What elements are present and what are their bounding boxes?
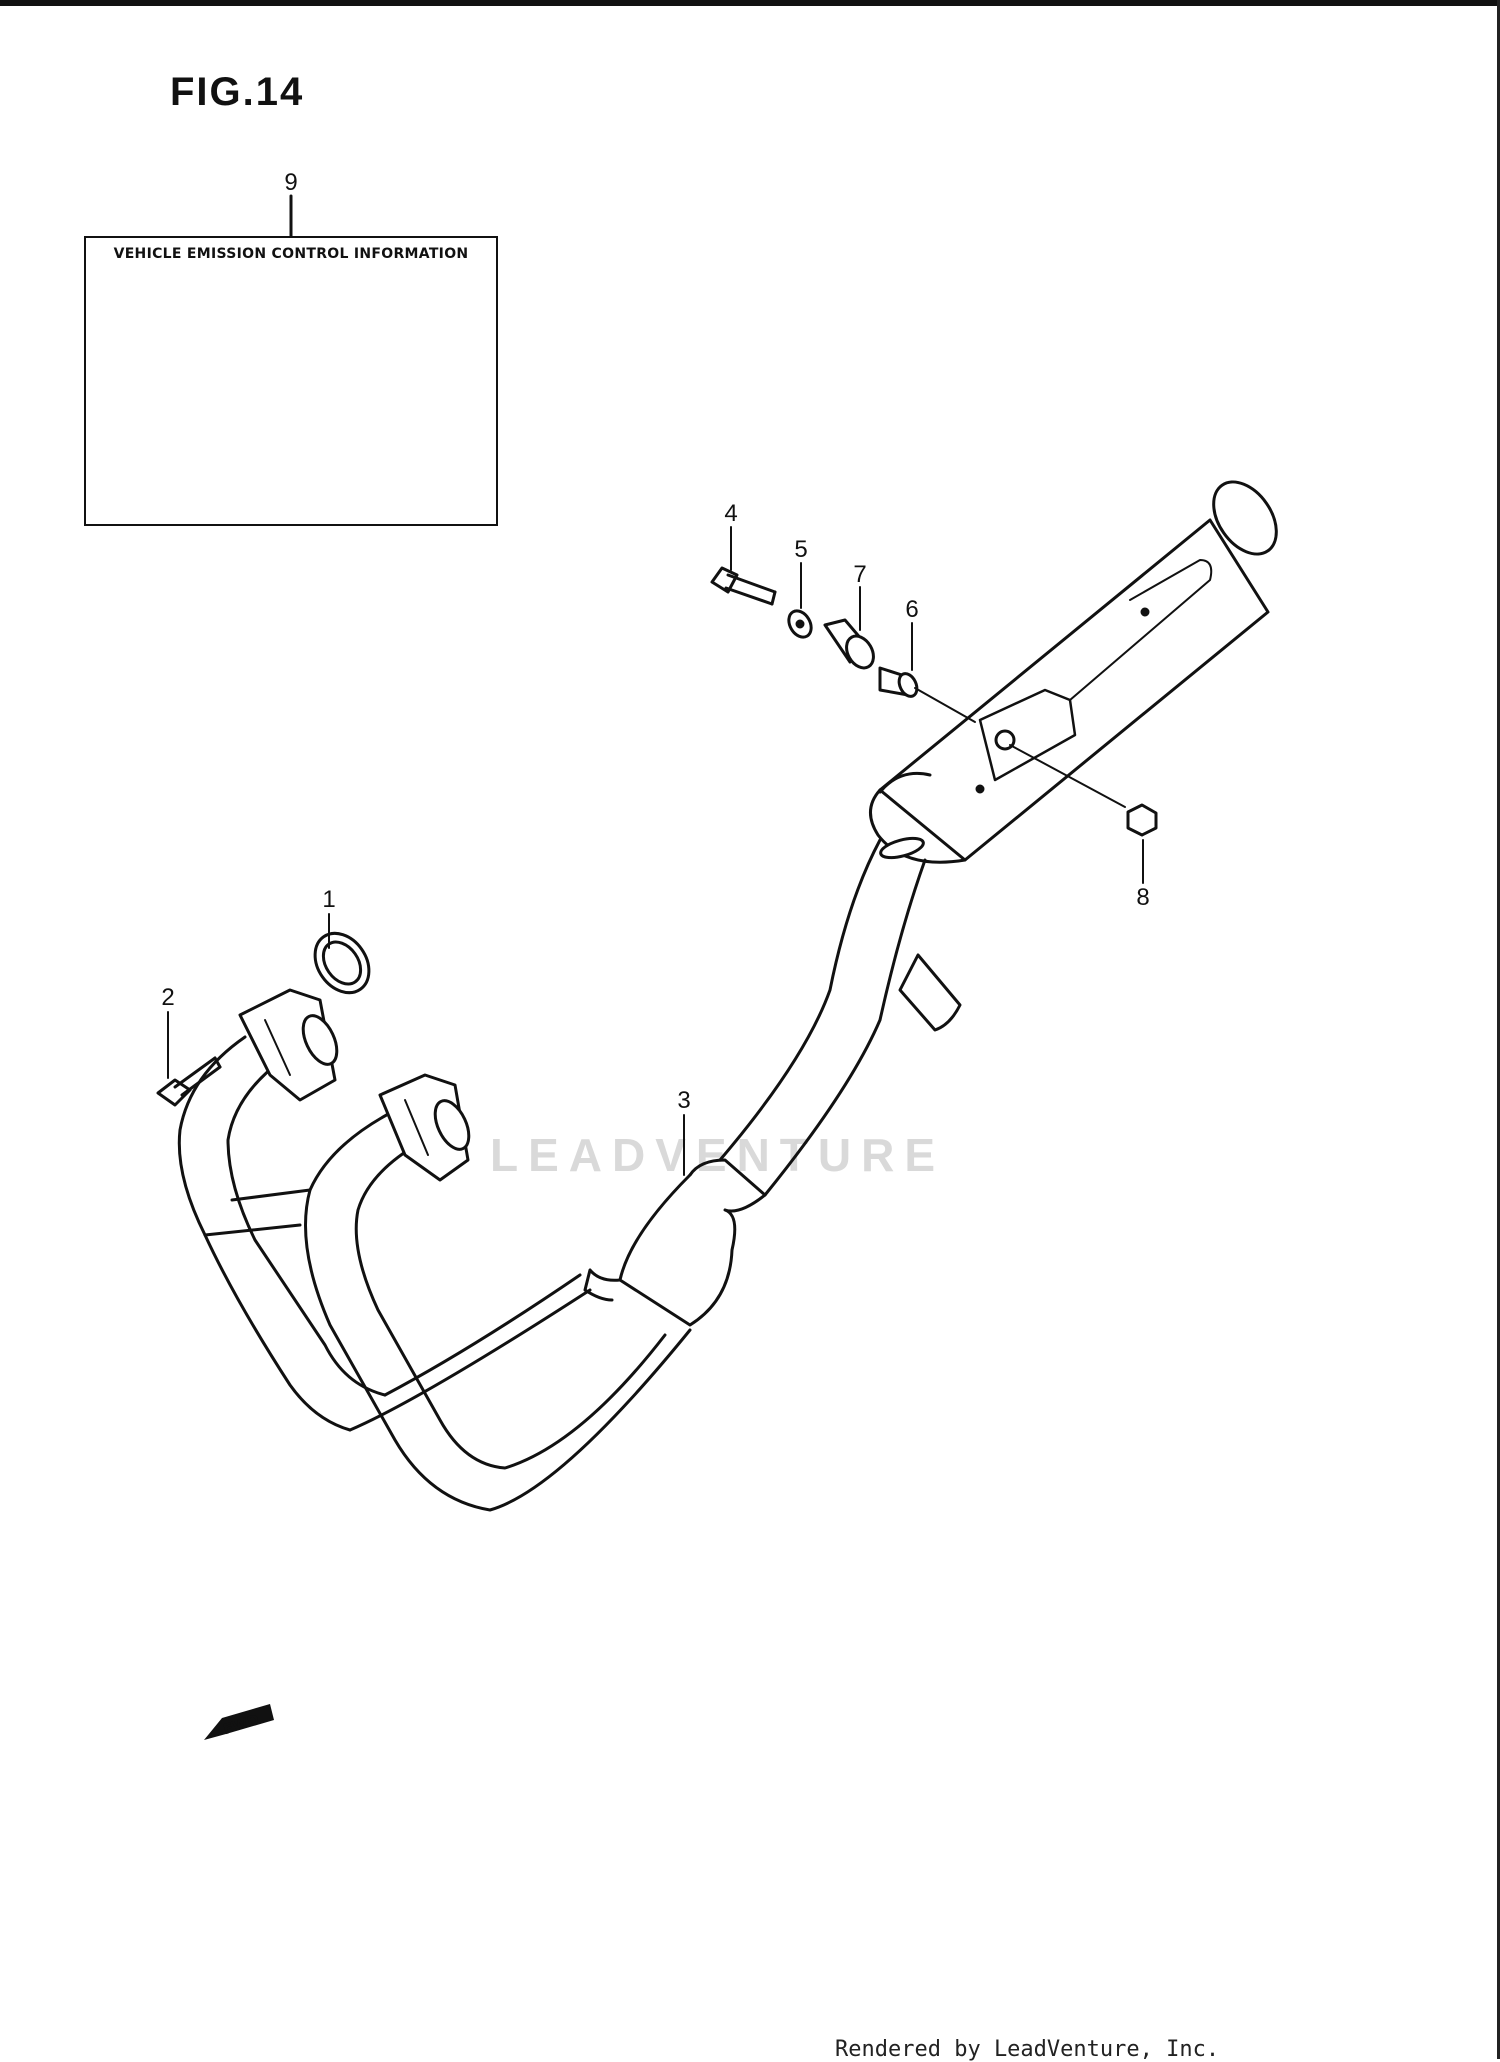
top-border: [0, 0, 1500, 6]
callout-6: 6: [905, 596, 919, 623]
assembly-line-6: [914, 687, 976, 723]
header-pipe-right: [304, 1110, 692, 1512]
cross-tube: [203, 1223, 302, 1237]
callout-8: 8: [1136, 884, 1150, 911]
nut-8: [1126, 803, 1158, 837]
collector: [583, 1158, 767, 1327]
flange-left: [238, 988, 339, 1102]
emission-control-label: VEHICLE EMISSION CONTROL INFORMATION: [84, 236, 498, 526]
callout-5: 5: [794, 536, 808, 563]
gasket: [313, 931, 371, 995]
watermark: LEADVENTURE: [490, 1129, 946, 1181]
figure-title: FIG.14: [170, 70, 305, 114]
bolt-4: [710, 566, 777, 606]
stud-bolt: [156, 1056, 222, 1107]
callout-2: 2: [161, 984, 175, 1011]
hanger-bracket: [898, 953, 962, 1032]
right-border: [1497, 0, 1500, 2059]
washer-5: [787, 609, 813, 639]
mid-pipe: [718, 836, 927, 1197]
assembly-line-8: [1009, 744, 1126, 808]
fwd-arrow-icon: [204, 1704, 274, 1740]
footer-credit: Rendered by LeadVenture, Inc.: [835, 2037, 1220, 2062]
callout-9: 9: [284, 169, 298, 196]
collar-6: [878, 666, 919, 698]
flange-right: [378, 1073, 471, 1182]
bushing-7: [823, 618, 875, 670]
callout-4: 4: [724, 500, 738, 527]
callout-3: 3: [677, 1087, 691, 1114]
callout-7: 7: [853, 561, 867, 588]
emission-label-title: VEHICLE EMISSION CONTROL INFORMATION: [113, 246, 469, 262]
muffler: [869, 480, 1278, 864]
callout-1: 1: [322, 886, 336, 913]
